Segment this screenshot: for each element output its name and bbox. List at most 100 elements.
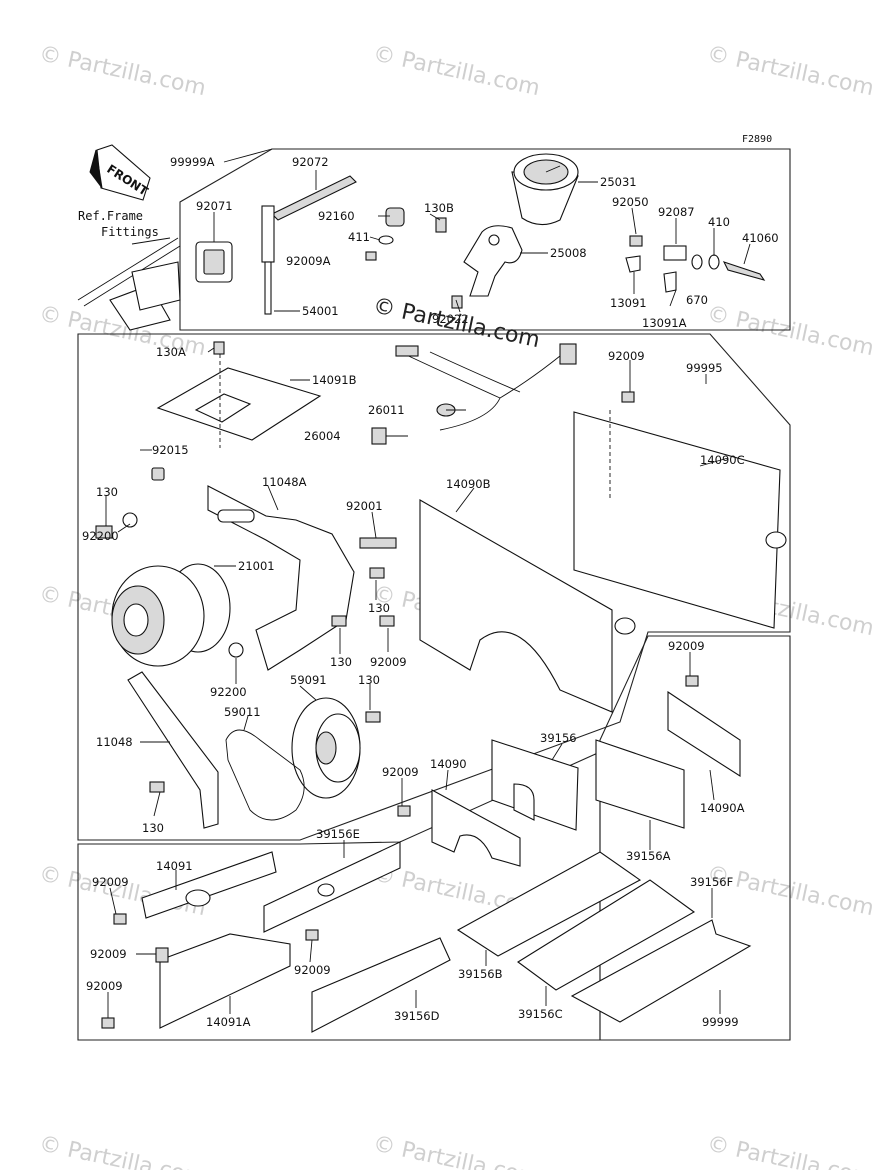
- part-label-92200: 92200: [82, 529, 119, 543]
- bolt: [305, 929, 319, 941]
- part-label-25008: 25008: [550, 246, 587, 260]
- nut: [629, 235, 643, 247]
- watermark: © Partzilla.com: [37, 41, 208, 101]
- part-label-130: 130: [330, 655, 352, 669]
- watermark: © Partzilla.com: [371, 41, 542, 101]
- adjuster-arm: [127, 671, 219, 829]
- side-cover-14090b: [419, 499, 613, 713]
- pad-39156b: [456, 851, 642, 957]
- cover-tab: [614, 617, 636, 635]
- part-label-92200: 92200: [210, 685, 247, 699]
- insulation-pad-39156: [491, 739, 579, 831]
- shield-hole: [185, 889, 211, 907]
- part-label-411: 411: [348, 230, 370, 244]
- part-label-410: 410: [708, 215, 730, 229]
- part-label-11048: 11048: [96, 735, 133, 749]
- part-label-21001: 21001: [238, 559, 275, 573]
- pad-cutout: [513, 783, 535, 821]
- part-label-11048a: 11048A: [262, 475, 307, 489]
- washer: [122, 512, 138, 528]
- part-label-92050: 92050: [612, 195, 649, 209]
- part-label-92072: 92072: [292, 155, 329, 169]
- bolt: [379, 615, 395, 627]
- bolt: [331, 615, 347, 627]
- harness-connector: [559, 343, 577, 365]
- part-label-25031: 25031: [600, 175, 637, 189]
- part-label-14091: 14091: [156, 859, 193, 873]
- frame-lower-right-group: [599, 635, 791, 1041]
- frame-middle-group: [77, 333, 791, 841]
- part-label-92009: 92009: [370, 655, 407, 669]
- harness-connector: [395, 345, 419, 357]
- bolt: [213, 341, 225, 355]
- side-cover-14090c: [573, 411, 781, 629]
- bolt: [397, 805, 411, 817]
- diagram-code: F2890: [742, 134, 772, 145]
- fitting: [663, 245, 687, 261]
- speedo-cable-upper: [261, 205, 275, 263]
- part-label-14091a: 14091A: [206, 1015, 251, 1029]
- pulley: [291, 697, 361, 799]
- part-label-39156c: 39156C: [518, 1007, 563, 1021]
- part-label-92009: 92009: [608, 349, 645, 363]
- ref-frame-label: Fittings: [101, 225, 159, 239]
- part-label-92001: 92001: [346, 499, 383, 513]
- frame-top-group: [179, 148, 791, 331]
- pad-39156d: [311, 937, 451, 1033]
- o-ring: [691, 254, 703, 270]
- plate: [663, 271, 677, 293]
- drive-belt: [225, 729, 305, 821]
- meter-bracket: [463, 225, 523, 297]
- part-label-39156: 39156: [540, 731, 577, 745]
- speedometer: [511, 153, 579, 226]
- part-label-92087: 92087: [658, 205, 695, 219]
- part-label-14090a: 14090A: [700, 801, 745, 815]
- bolt: [155, 947, 169, 963]
- part-label-99999: 99999: [702, 1015, 739, 1029]
- front-arrow-icon: FRONT: [89, 144, 151, 201]
- cable-tie: [271, 175, 357, 221]
- part-label-13091a: 13091A: [642, 316, 687, 330]
- part-label-92009: 92009: [86, 979, 123, 993]
- part-label-92009: 92009: [668, 639, 705, 653]
- relay: [371, 427, 387, 445]
- bracket-slot: [217, 509, 255, 523]
- part-label-14090c: 14090C: [700, 453, 745, 467]
- cover-tab: [765, 531, 787, 549]
- part-label-14091b: 14091B: [312, 373, 357, 387]
- bolt: [149, 781, 165, 793]
- part-label-92009: 92009: [382, 765, 419, 779]
- bolt: [101, 1017, 115, 1029]
- heat-shield-14090: [431, 789, 521, 867]
- part-label-99999a: 99999A: [170, 155, 215, 169]
- part-label-92160: 92160: [318, 209, 355, 223]
- bolt: [685, 675, 699, 687]
- leader-lines: [105, 148, 751, 1018]
- washer: [378, 235, 394, 245]
- pad-39156c: [517, 879, 696, 991]
- frame-fittings: [77, 237, 181, 331]
- nut: [151, 467, 165, 481]
- pad-hole: [317, 883, 335, 897]
- cover-plate-cutout: [194, 393, 252, 423]
- speedo-cable-lower: [264, 261, 272, 315]
- part-label-92009: 92009: [92, 875, 129, 889]
- part-label-14090b: 14090B: [446, 477, 491, 491]
- plate: [625, 255, 641, 273]
- part-label-39156b: 39156B: [458, 967, 503, 981]
- bracket-hole: [488, 234, 500, 246]
- generator: [111, 563, 231, 667]
- part-label-130a: 130A: [156, 345, 186, 359]
- watermark: © Partzilla.com: [705, 41, 876, 101]
- insulation-pad-39156a: [595, 739, 685, 829]
- bolt: [435, 217, 447, 233]
- part-label-92022: 92022: [432, 312, 469, 326]
- part-label-14090: 14090: [430, 757, 467, 771]
- bolt: [365, 251, 377, 261]
- part-label-26011: 26011: [368, 403, 405, 417]
- bolt: [369, 567, 385, 579]
- bolt: [95, 525, 113, 539]
- bolt: [621, 391, 635, 403]
- bolt: [359, 537, 397, 549]
- damper: [385, 207, 405, 227]
